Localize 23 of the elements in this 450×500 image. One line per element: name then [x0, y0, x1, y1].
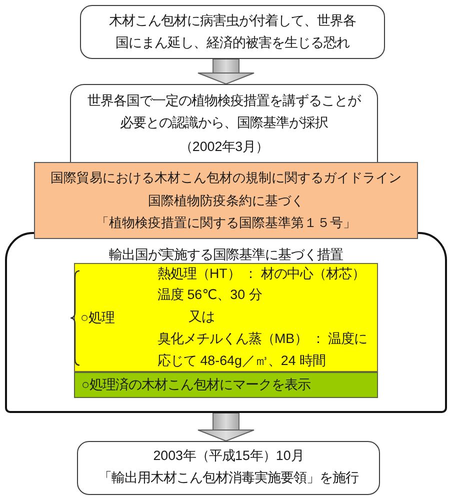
rounded-box: [77, 441, 380, 495]
statement-text: 世界各国で一定の植物検疫措置を講ずることが必要との認識から、国際基準が採択: [86, 92, 362, 132]
block-arrow: [198, 412, 254, 442]
rounded-frame: [5, 232, 447, 413]
rounded-box: [70, 84, 378, 162]
treatment-panel: [74, 262, 378, 372]
block-arrow: [198, 58, 254, 84]
conjunction-text: 又は: [188, 308, 214, 326]
marking-bar: [74, 372, 378, 398]
guideline-title: 国際貿易における木材こん包材の規制に関するガイドライン: [50, 169, 402, 187]
guideline-banner: [34, 162, 418, 239]
subtitle-text: 国際植物防疫条約に基づく: [148, 192, 304, 210]
statement-text: 木材こん包材に病害虫が付着して、世界各国にまん延し、経済的被害を生じる恐れ: [108, 12, 357, 52]
frame-heading: 輸出国が実施する国際基準に基づく措置: [109, 246, 343, 264]
date-text: （2002年3月）: [179, 138, 269, 156]
treatment-text: 臭化メチルくん蒸（MB） ： 温度に応じて 48-64g／㎥、24 時間: [158, 330, 368, 370]
date-text: 2003年（平成15年）10月: [153, 447, 304, 465]
statement-text: 「輸出用木材こん包材消毒実施要領」を施行: [98, 469, 358, 487]
rounded-box: [80, 5, 385, 59]
marking-text: ○処理済の木材こん包材にマークを表示: [82, 376, 311, 394]
item-label: ○処理: [80, 308, 115, 326]
subtitle-text: 「植物検疫措置に関する国際基準第１５号」: [96, 214, 356, 232]
treatment-text: 熱処理（HT） ： 材の中心（材芯）温度 56℃、30 分: [158, 264, 366, 304]
